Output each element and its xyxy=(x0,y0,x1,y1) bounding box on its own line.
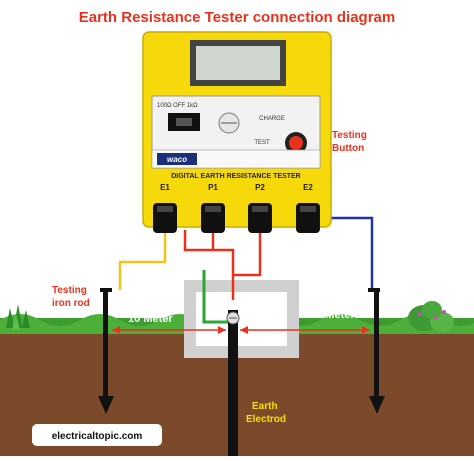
arrow-right-icon xyxy=(218,326,226,334)
distance-right-label: 10 Meter xyxy=(310,309,355,321)
wire-green xyxy=(202,270,228,324)
terminal-label-p1: P1 xyxy=(208,183,218,192)
arrow-down-icon xyxy=(369,396,385,414)
arrow-left-icon xyxy=(112,326,120,334)
range-switch-label: 100Ω OFF 1kΩ xyxy=(157,103,198,109)
model-label: DIGITAL EARTH RESISTANCE TESTER xyxy=(171,173,301,180)
earth-electrode-label-line2: Electrod xyxy=(246,414,286,425)
earth-pit xyxy=(184,280,299,358)
distance-left-label: 10 Meter xyxy=(128,313,173,325)
terminal-e2[interactable] xyxy=(296,203,320,233)
charge-label: CHARGE xyxy=(259,116,285,122)
arrow-down-icon xyxy=(98,396,114,414)
testing-button-label-line2: Button xyxy=(332,143,364,154)
grass-tuft-left-icon xyxy=(6,304,30,330)
website-banner xyxy=(32,424,162,446)
brand-logo xyxy=(157,153,197,165)
earth-electrode-label-line1: Earth xyxy=(252,401,278,412)
brand-logo-text: waco xyxy=(167,155,187,164)
arrow-right-icon xyxy=(362,326,370,334)
iron-rod-label-line2: iron rod xyxy=(52,298,90,309)
iron-rod-right xyxy=(368,288,385,414)
testing-button-label-line1: Testing xyxy=(332,130,367,141)
earth-pit-label-line2: Pit xyxy=(254,310,267,321)
wire-yellow xyxy=(118,228,167,290)
arrow-left-icon xyxy=(240,326,248,334)
distance-left xyxy=(112,326,226,334)
distance-right xyxy=(240,326,370,334)
website-label: electricaltopic.com xyxy=(52,431,143,442)
earth-pit-label-line1: Earth xyxy=(250,297,276,308)
iron-rod-label-line1: Testing xyxy=(52,285,87,296)
testing-button[interactable] xyxy=(289,136,303,150)
test-label: TEST xyxy=(254,140,270,146)
terminal-label-p2: P2 xyxy=(255,183,265,192)
terminal-e1[interactable] xyxy=(153,203,177,233)
terminal-p2[interactable] xyxy=(248,203,272,233)
tester-device: 100Ω OFF 1kΩ CHARGE TEST waco DIGITAL EA… xyxy=(142,31,332,233)
wire-red-p2 xyxy=(232,230,262,277)
diagram-title: Earth Resistance Tester connection diagr… xyxy=(79,9,396,26)
bush-right-icon xyxy=(408,301,454,332)
terminal-label-e1: E1 xyxy=(160,183,170,192)
terminal-label-e2: E2 xyxy=(303,183,313,192)
lcd-display xyxy=(196,46,280,80)
earth-electrode xyxy=(226,310,240,456)
iron-rod-left xyxy=(98,288,114,414)
terminal-p1[interactable] xyxy=(201,203,225,233)
